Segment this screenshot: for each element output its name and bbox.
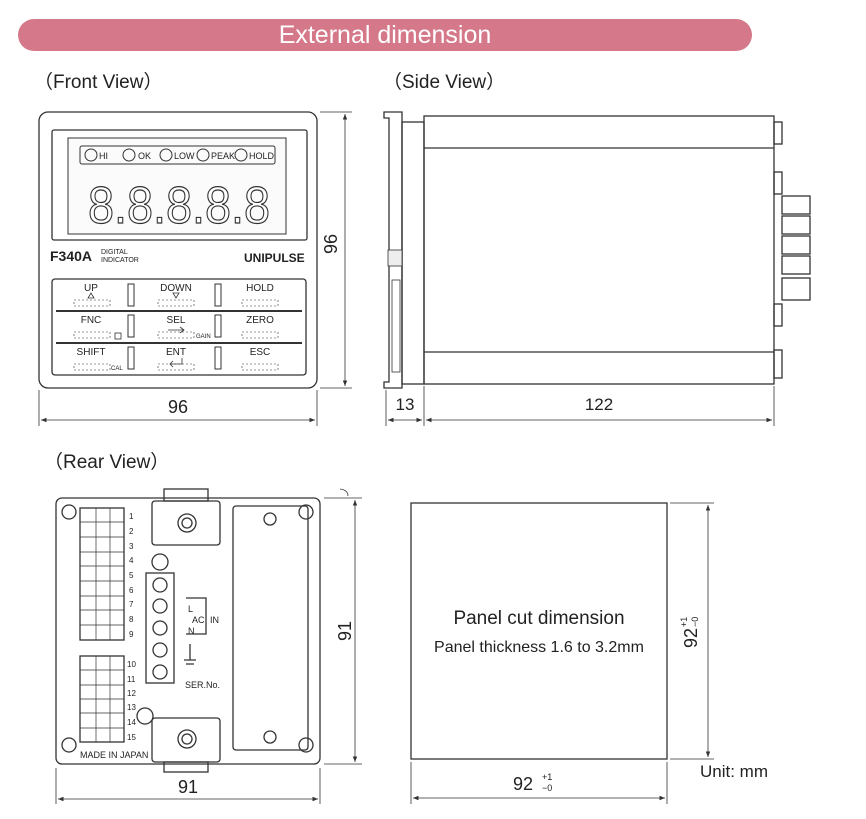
key-up: UP bbox=[84, 283, 98, 294]
indicator-lamps bbox=[84, 148, 248, 162]
side-body-depth-dimension: 122 bbox=[585, 395, 613, 414]
key-zero: ZERO bbox=[246, 315, 274, 326]
rear-view bbox=[55, 488, 321, 773]
terminal-9: 9 bbox=[129, 630, 134, 639]
side-front-depth-dimension: 13 bbox=[396, 395, 415, 414]
square-icon bbox=[114, 332, 122, 340]
indicator-hold: HOLD bbox=[249, 151, 275, 161]
power-l-label: L bbox=[188, 604, 193, 614]
terminal-10: 10 bbox=[127, 660, 136, 669]
panel-cut-title: Panel cut dimension bbox=[453, 608, 624, 629]
terminal-14: 14 bbox=[127, 718, 136, 727]
model-name: F340A bbox=[50, 248, 92, 264]
side-view bbox=[383, 111, 811, 389]
brand-logo: UNIPULSE bbox=[244, 251, 305, 265]
panel-height-tol-minus: −0 bbox=[690, 617, 700, 627]
front-view bbox=[38, 111, 318, 389]
panel-width-tol-plus: +1 bbox=[542, 772, 552, 782]
terminal-15: 15 bbox=[127, 733, 136, 742]
rear-width-dimension: 91 bbox=[178, 777, 198, 797]
terminal-11: 11 bbox=[127, 675, 136, 684]
key-sel: SEL bbox=[167, 315, 186, 326]
terminal-1: 1 bbox=[129, 512, 134, 521]
page-title: External dimension bbox=[278, 21, 492, 49]
model-sub-digital: DIGITAL bbox=[101, 249, 128, 256]
key-sub-gain: GAIN bbox=[196, 334, 211, 340]
power-n-label: N bbox=[188, 626, 195, 636]
rear-view-label: （Rear View） bbox=[44, 452, 170, 473]
side-view-label: （Side View） bbox=[383, 72, 506, 93]
indicator-ok: OK bbox=[138, 151, 151, 161]
seven-segment-display: 8.8.8.8.8 bbox=[88, 177, 270, 235]
terminal-2: 2 bbox=[129, 527, 134, 536]
made-in-label: MADE IN JAPAN bbox=[80, 750, 148, 760]
rear-height-dimension: 91 bbox=[335, 621, 355, 641]
key-down: DOWN bbox=[160, 283, 192, 294]
key-fnc: FNC bbox=[81, 315, 102, 326]
indicator-low: LOW bbox=[174, 151, 195, 161]
indicator-peak: PEAK bbox=[211, 151, 235, 161]
terminal-5: 5 bbox=[129, 571, 134, 580]
key-sub-cal: CAL bbox=[111, 366, 123, 372]
front-view-label: （Front View） bbox=[34, 72, 163, 93]
down-arrow-icon bbox=[172, 292, 180, 299]
power-in-label: IN bbox=[210, 615, 219, 625]
serial-label: SER.No. bbox=[185, 680, 220, 690]
terminal-6: 6 bbox=[129, 586, 134, 595]
front-width-dimension: 96 bbox=[168, 397, 188, 417]
terminal-3: 3 bbox=[129, 542, 134, 551]
key-shift: SHIFT bbox=[77, 347, 106, 358]
panel-height-tol-plus: +1 bbox=[679, 617, 689, 627]
enter-arrow-icon bbox=[169, 358, 183, 368]
model-sub-indicator: INDICATOR bbox=[101, 257, 139, 264]
terminal-13: 13 bbox=[127, 703, 136, 712]
panel-cut-outline bbox=[410, 502, 668, 760]
terminal-7: 7 bbox=[129, 600, 134, 609]
indicator-hi: HI bbox=[99, 151, 108, 161]
key-hold: HOLD bbox=[246, 283, 274, 294]
front-height-dimension: 96 bbox=[321, 234, 341, 254]
panel-width-tol-minus: −0 bbox=[542, 783, 552, 793]
up-arrow-icon bbox=[87, 292, 95, 299]
select-arrow-icon bbox=[168, 326, 185, 334]
terminal-4: 4 bbox=[129, 556, 134, 565]
unit-label: Unit: mm bbox=[700, 762, 768, 781]
panel-width-dimension: 92 bbox=[513, 774, 533, 794]
power-ac-label: AC bbox=[192, 615, 205, 625]
key-ent: ENT bbox=[166, 347, 186, 358]
title-banner: External dimension bbox=[18, 19, 752, 51]
panel-height-dimension: 92 bbox=[681, 628, 701, 648]
terminal-12: 12 bbox=[127, 689, 136, 698]
panel-thickness-note: Panel thickness 1.6 to 3.2mm bbox=[434, 639, 644, 656]
terminal-8: 8 bbox=[129, 615, 134, 624]
key-esc: ESC bbox=[250, 347, 271, 358]
